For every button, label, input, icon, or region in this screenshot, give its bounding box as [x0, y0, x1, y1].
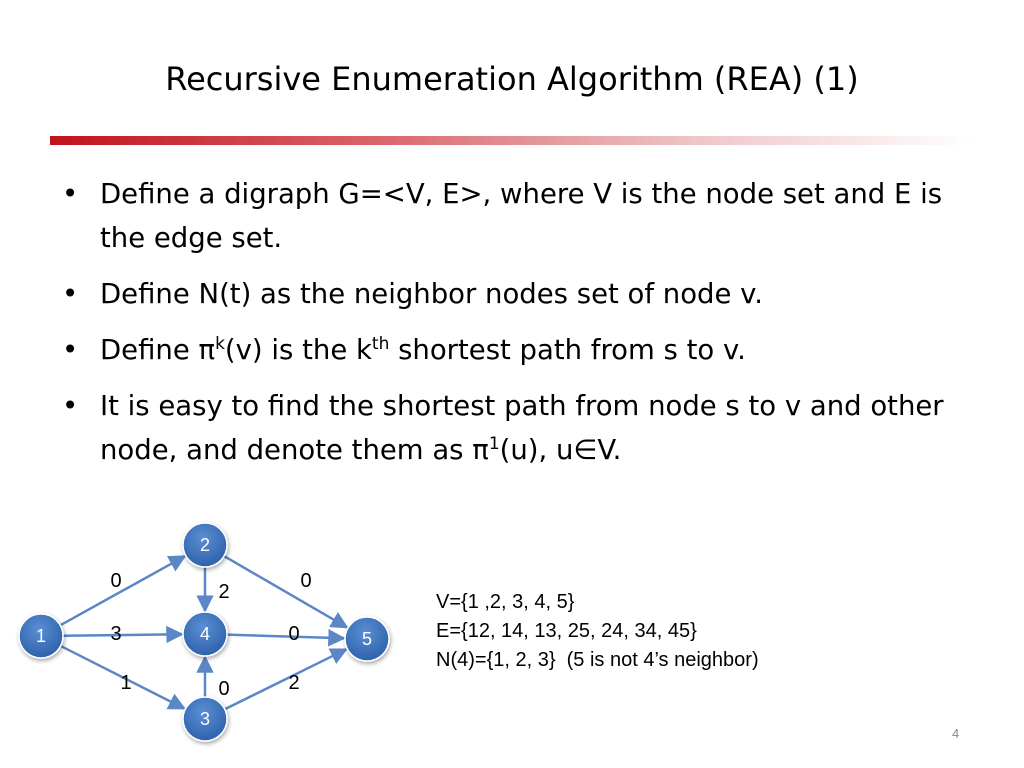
- bullet-superscript: th: [371, 333, 390, 354]
- node-2: 2: [182, 522, 228, 568]
- edge-weights-layer: 0 3 1 0 2 0 0 2: [110, 570, 311, 700]
- node-4: 4: [182, 611, 228, 657]
- bullet-item: • Define N(t) as the neighbor nodes set o…: [58, 272, 948, 316]
- node-label: 3: [200, 709, 210, 729]
- bullet-text: Define N(t) as the neighbor nodes set of…: [100, 278, 764, 310]
- bullet-text: Define a digraph G=<V, E>, where V is th…: [100, 178, 943, 254]
- bullet-text: (u), u∈V.: [499, 434, 622, 466]
- node-circle: [18, 613, 64, 659]
- edge-1-2: [59, 555, 187, 627]
- edge-weight-4-5: 0: [288, 623, 299, 645]
- bullet-superscript: 1: [488, 433, 500, 454]
- bullet-text: (v) is the k: [224, 334, 372, 366]
- edges-layer: [59, 554, 349, 711]
- neighbor-set-text: N(4)={1, 2, 3} (5 is not 4’s neighbor): [436, 649, 759, 671]
- edge-weight-2-5: 0: [300, 570, 311, 592]
- bullet-dot: •: [62, 278, 79, 310]
- edge-weight-1-4: 3: [110, 623, 121, 645]
- bullet-item: • Define a digraph G=<V, E>, where V is t…: [58, 172, 948, 260]
- edge-2-5: [223, 554, 349, 629]
- bullet-text: Define π: [100, 334, 216, 366]
- edge-1-3: [60, 644, 187, 710]
- bullet-superscript: k: [215, 333, 225, 354]
- node-3: 3: [182, 696, 228, 742]
- slide-title: Recursive Enumeration Algorithm (REA) (1…: [165, 60, 859, 98]
- node-label: 5: [362, 629, 372, 649]
- node-5: 5: [344, 616, 390, 662]
- node-circle: [182, 696, 228, 742]
- bullet-item: • It is easy to find the shortest path fr…: [58, 384, 948, 472]
- nodes-layer: 1 2 3 4 5: [18, 522, 390, 742]
- bullet-dot: •: [62, 390, 79, 422]
- bullet-dot: •: [62, 334, 79, 366]
- vertex-set-text: V={1 ,2, 3, 4, 5}: [436, 591, 575, 613]
- page-number: 4: [952, 726, 960, 741]
- edge-weight-1-2: 0: [110, 570, 121, 592]
- edge-3-5: [224, 648, 348, 711]
- node-label: 2: [200, 535, 210, 555]
- node-label: 1: [36, 626, 46, 646]
- bullet-item: • Define πk(v) is the kth shortest path f…: [58, 328, 948, 372]
- edge-set-text: E={12, 14, 13, 25, 24, 34, 45}: [436, 620, 697, 642]
- node-1: 1: [18, 613, 64, 659]
- bullet-list: • Define a digraph G=<V, E>, where V is t…: [58, 172, 948, 484]
- bullet-text: shortest path from s to v.: [389, 334, 746, 366]
- edge-weight-3-4: 0: [218, 678, 229, 700]
- edge-weight-2-4: 2: [218, 581, 229, 603]
- title-divider: [50, 136, 975, 145]
- node-circle: [182, 611, 228, 657]
- edge-1-4: [62, 625, 184, 644]
- bullet-text: It is easy to find the shortest path fro…: [100, 390, 944, 466]
- node-circle: [344, 616, 390, 662]
- edge-weight-1-3: 1: [120, 672, 131, 694]
- edge-4-5: [226, 629, 346, 647]
- set-definitions: V={1 ,2, 3, 4, 5} E={12, 14, 13, 25, 24,…: [436, 588, 759, 675]
- bullet-dot: •: [62, 178, 79, 210]
- node-label: 4: [200, 624, 210, 644]
- node-circle: [182, 522, 228, 568]
- edge-weight-3-5: 2: [288, 672, 299, 694]
